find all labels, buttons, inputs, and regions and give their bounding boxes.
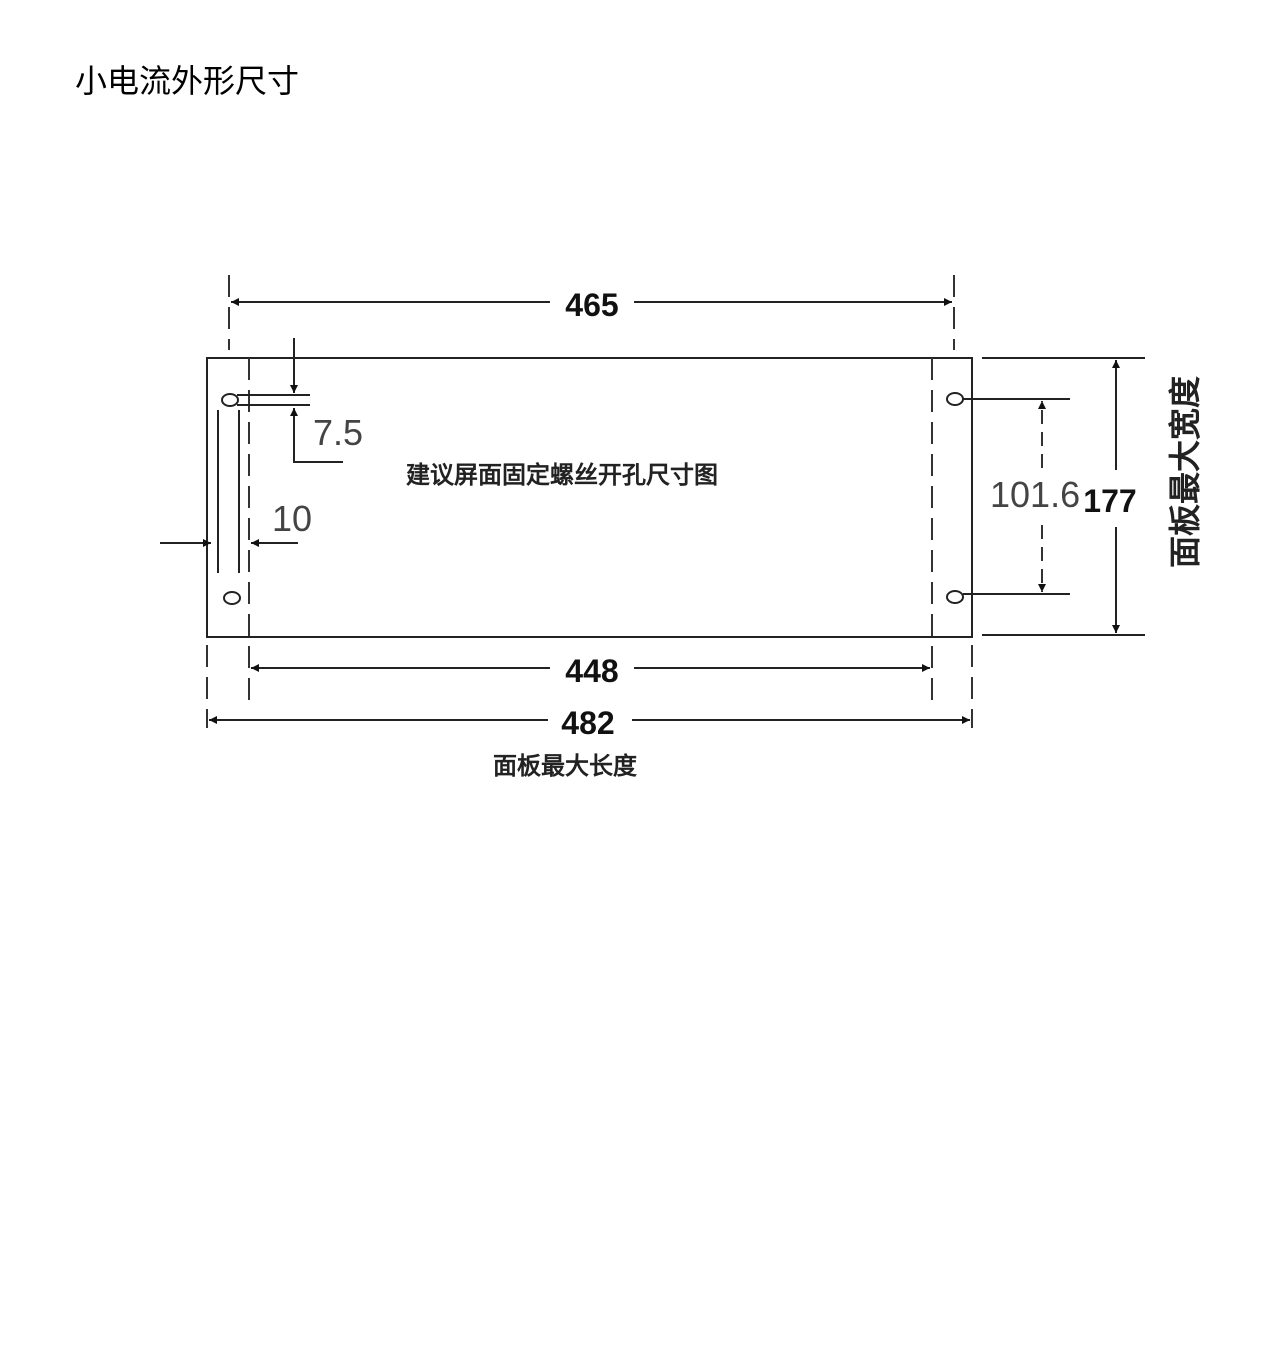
- width-label: 面板最大宽度: [1166, 376, 1204, 568]
- center-label: 建议屏面固定螺丝开孔尺寸图: [406, 460, 718, 489]
- dim-465-label: 465: [565, 287, 618, 323]
- dim-7.5-arrow: [290, 408, 343, 463]
- hole-top-left: [221, 393, 239, 407]
- dim-10-label: 10: [272, 498, 312, 539]
- page-title: 小电流外形尺寸: [75, 62, 300, 100]
- dim-177-label: 177: [1083, 483, 1136, 519]
- hole-bottom-right: [946, 590, 964, 604]
- dim-101.6-label: 101.6: [990, 474, 1080, 515]
- dim-448-label: 448: [565, 653, 618, 689]
- dim-7.5-label: 7.5: [313, 412, 363, 453]
- hole-bottom-left: [223, 591, 241, 605]
- panel-outline: [206, 357, 973, 638]
- dim-482-label: 482: [561, 705, 614, 741]
- hole-top-right: [946, 392, 964, 406]
- length-label: 面板最大长度: [493, 751, 638, 780]
